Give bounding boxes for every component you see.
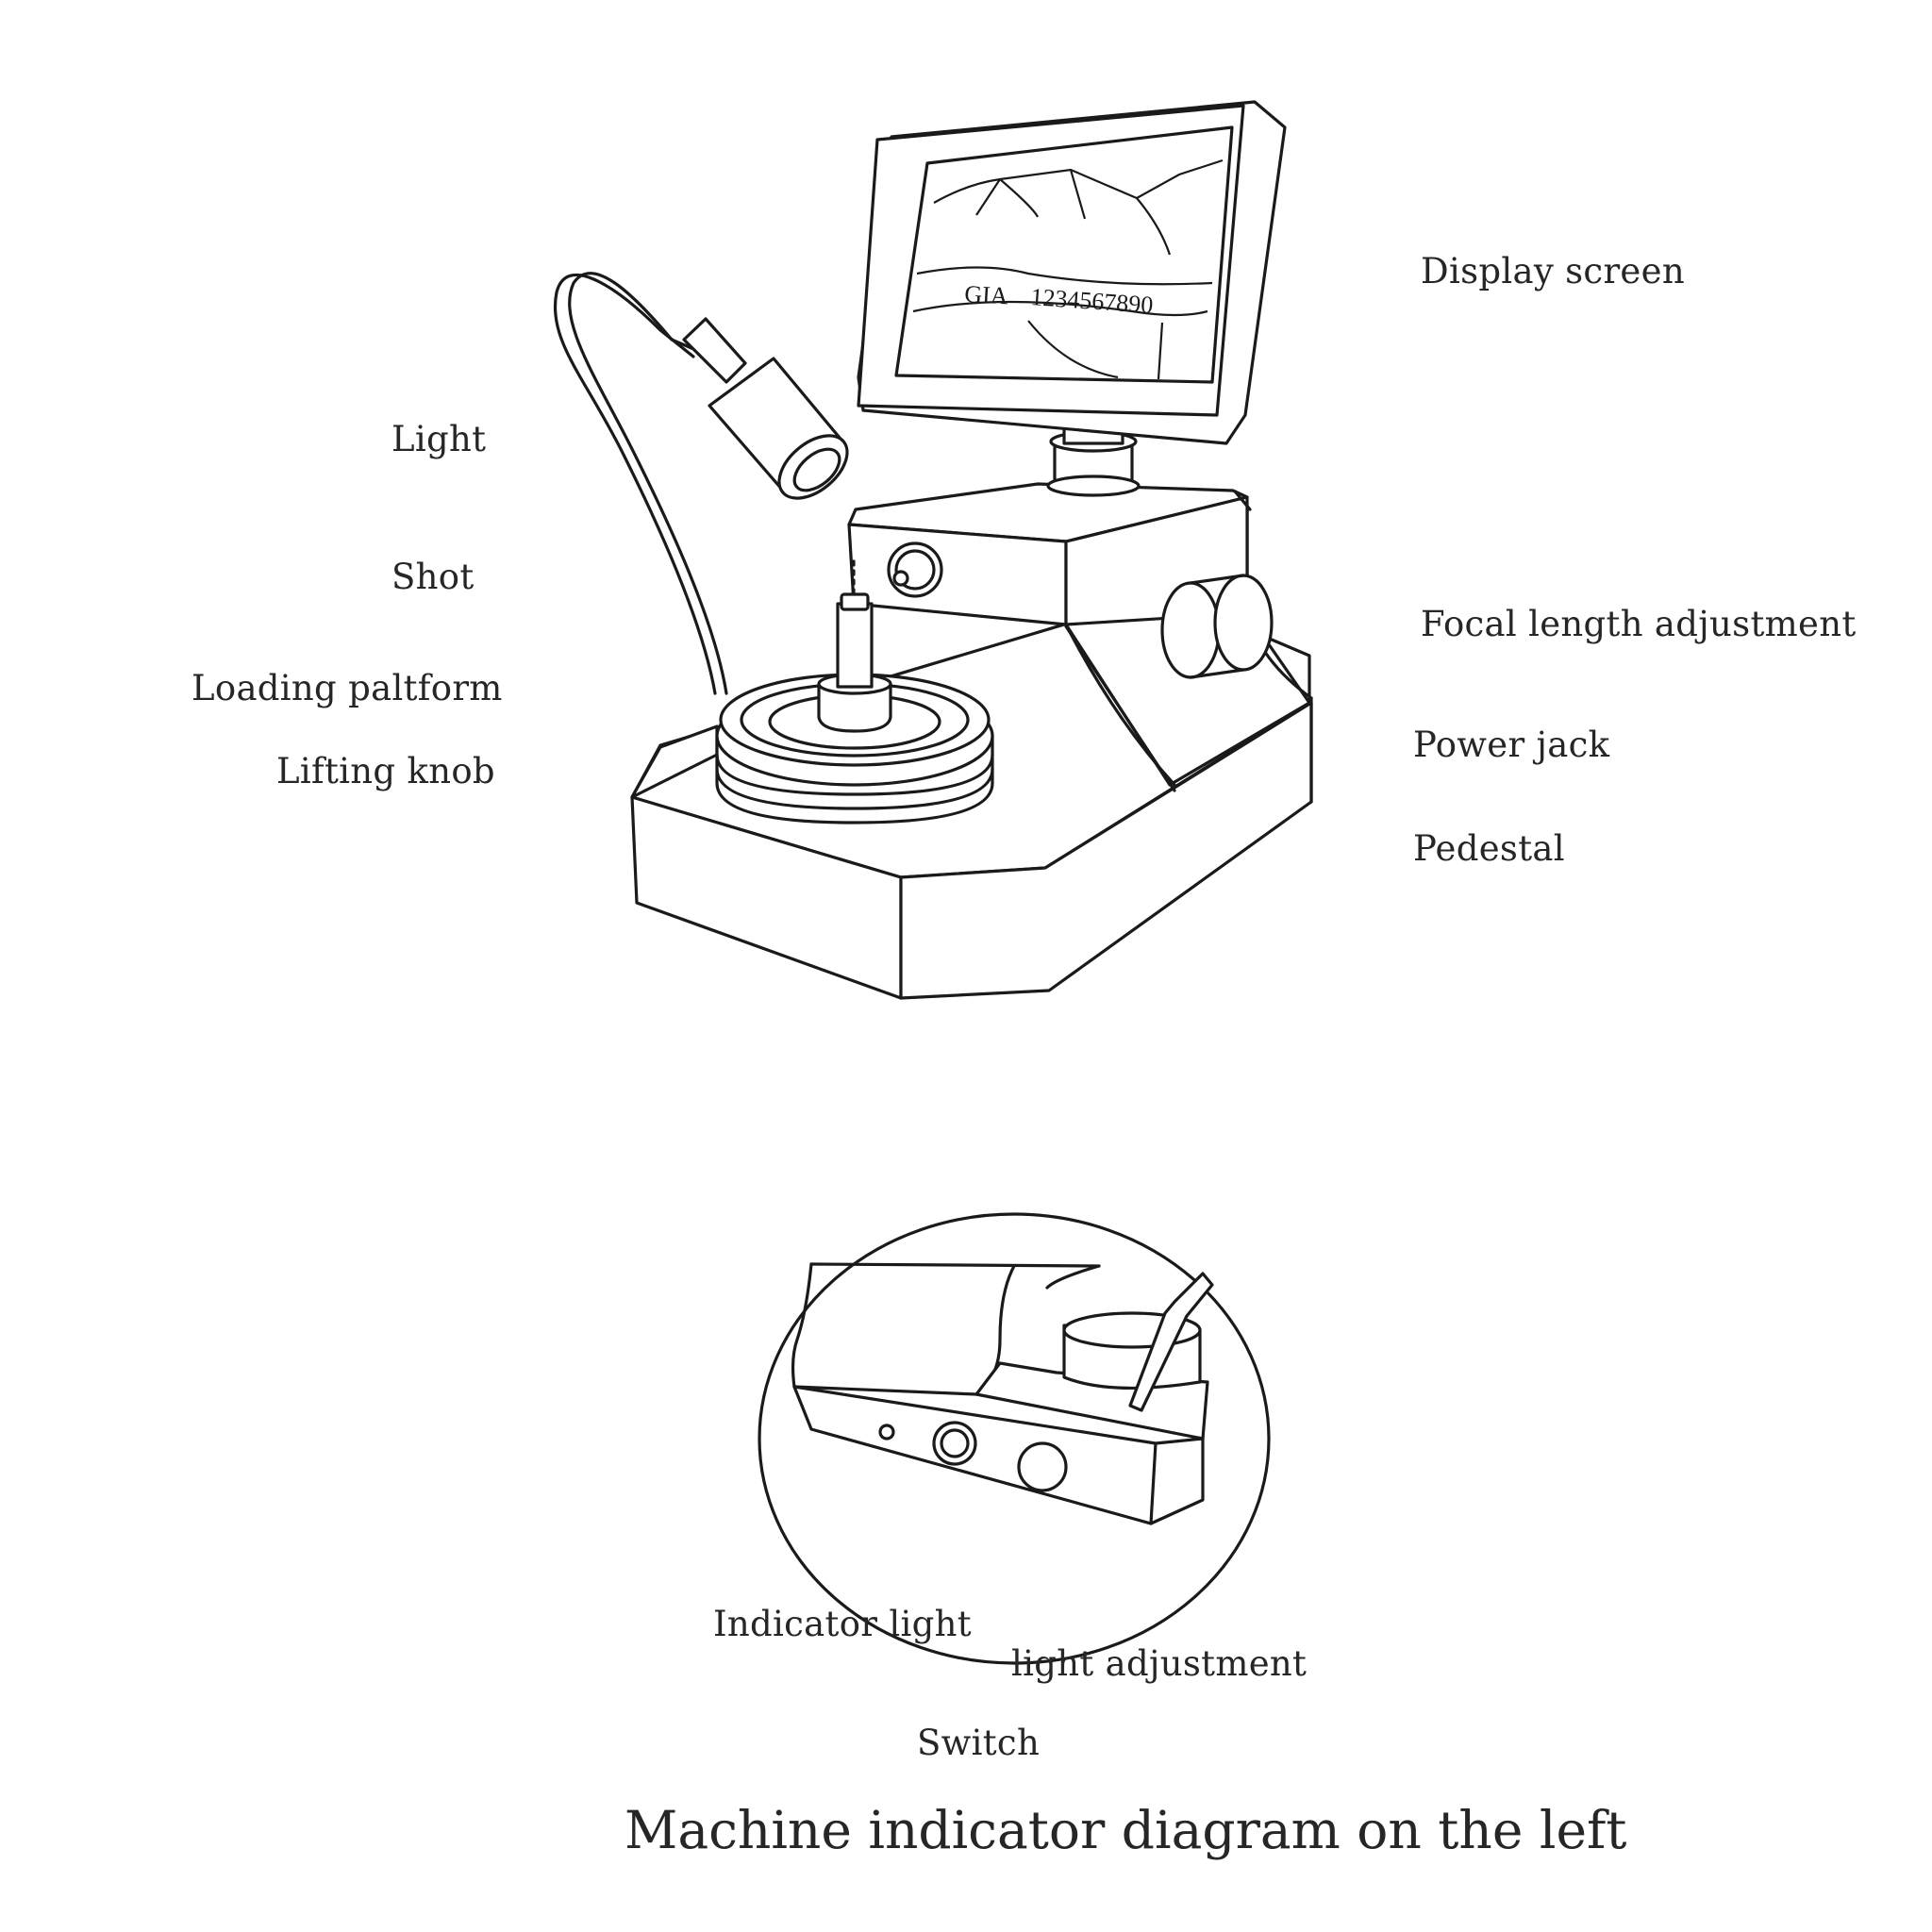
light-head	[682, 317, 849, 500]
light-arm	[553, 272, 728, 695]
display-screen: GIA 1234567890	[857, 100, 1287, 445]
label-lifting-knob: Lifting knob	[276, 751, 495, 791]
label-loading-platform: Loading paltform	[192, 668, 503, 708]
light-adjustment-knob-detail	[1017, 1441, 1068, 1492]
label-focal-length: Focal length adjustment	[1421, 604, 1857, 644]
loading-platform	[715, 559, 994, 824]
label-switch: Switch	[917, 1723, 1041, 1763]
shot-button	[887, 541, 943, 598]
indicator-light-dot	[878, 1424, 895, 1441]
label-indicator-light: Indicator light	[713, 1604, 972, 1644]
label-pedestal: Pedestal	[1413, 828, 1565, 869]
detail-view	[758, 1212, 1271, 1665]
screen-brand-text: GIA	[964, 280, 1009, 309]
machine-illustration: GIA 1234567890	[553, 100, 1313, 1000]
label-light: Light	[391, 419, 487, 459]
label-display-screen: Display screen	[1421, 251, 1685, 291]
label-shot: Shot	[391, 557, 475, 597]
label-light-adjustment: light adjustment	[1011, 1643, 1307, 1684]
label-power-jack: Power jack	[1413, 724, 1610, 765]
focal-length-knob	[1160, 574, 1274, 679]
diagram-caption: Machine indicator diagram on the left	[625, 1800, 1627, 1860]
